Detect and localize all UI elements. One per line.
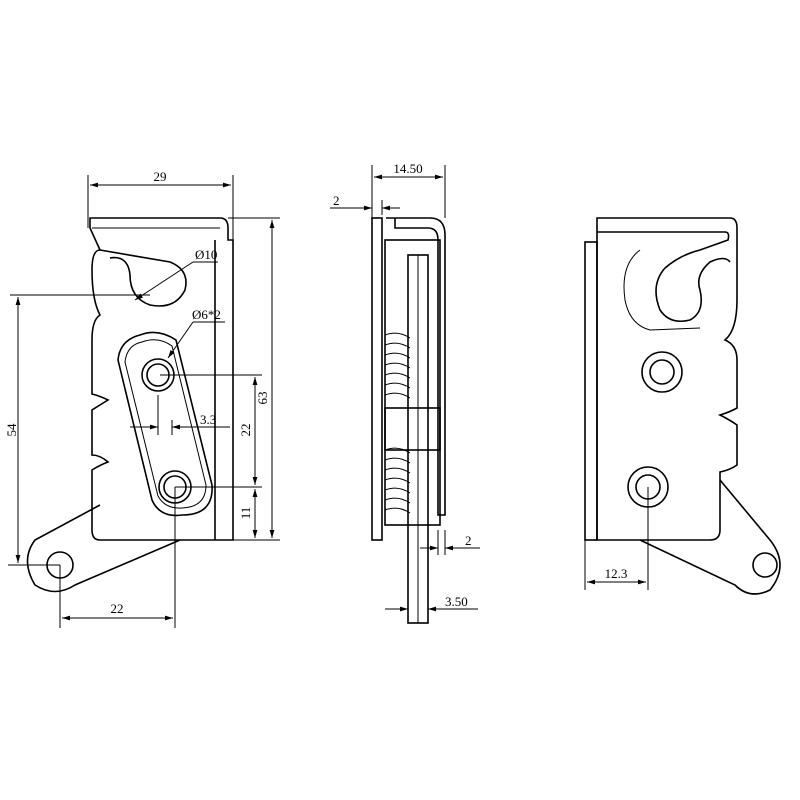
back-claw-slot — [597, 231, 731, 323]
dim-offset-3-3: 3.3 — [200, 412, 216, 427]
dim-hole-offset-12-3: 12.3 — [605, 566, 628, 581]
dim-bar-3-50: 3.50 — [445, 594, 468, 609]
back-body-outline — [596, 217, 738, 541]
dim-depth-14-50: 14.50 — [393, 161, 422, 176]
back-hole-upper-inner — [649, 359, 675, 385]
back-plate — [584, 241, 598, 541]
side-view: 14.50 2 2 3.50 — [330, 161, 480, 624]
dim-gap-2: 2 — [465, 533, 472, 548]
side-plate — [371, 217, 383, 541]
back-flange-hole — [752, 552, 778, 578]
dim-mount-offset-22: 22 — [111, 601, 124, 616]
link-plate-inner — [124, 339, 207, 509]
dim-diameter-10: Ø10 — [195, 247, 217, 262]
dim-width-29: 29 — [154, 169, 167, 184]
dim-hole-spacing-22: 22 — [238, 424, 253, 437]
side-top-hook — [386, 217, 446, 516]
back-mounting-flange — [639, 479, 781, 595]
dim-height-63: 63 — [255, 392, 270, 405]
mounting-flange — [26, 504, 181, 593]
link-plate — [117, 331, 213, 517]
back-view: 12.3 — [584, 217, 781, 595]
spring-coils — [384, 332, 441, 514]
latch-body-outline — [89, 217, 234, 541]
side-body — [384, 239, 441, 526]
front-view: 29 Ø10 Ø6*2 3.3 54 22 11 63 22 — [4, 169, 280, 628]
back-claw-edge — [623, 249, 701, 331]
dim-bottom-11: 11 — [238, 507, 253, 520]
claw-slot — [99, 249, 187, 307]
dim-diameter-6x2: Ø6*2 — [192, 307, 221, 322]
back-hole-upper-outer — [641, 351, 683, 393]
dim-mount-height-54: 54 — [4, 423, 19, 437]
dim-plate-2: 2 — [333, 193, 340, 208]
